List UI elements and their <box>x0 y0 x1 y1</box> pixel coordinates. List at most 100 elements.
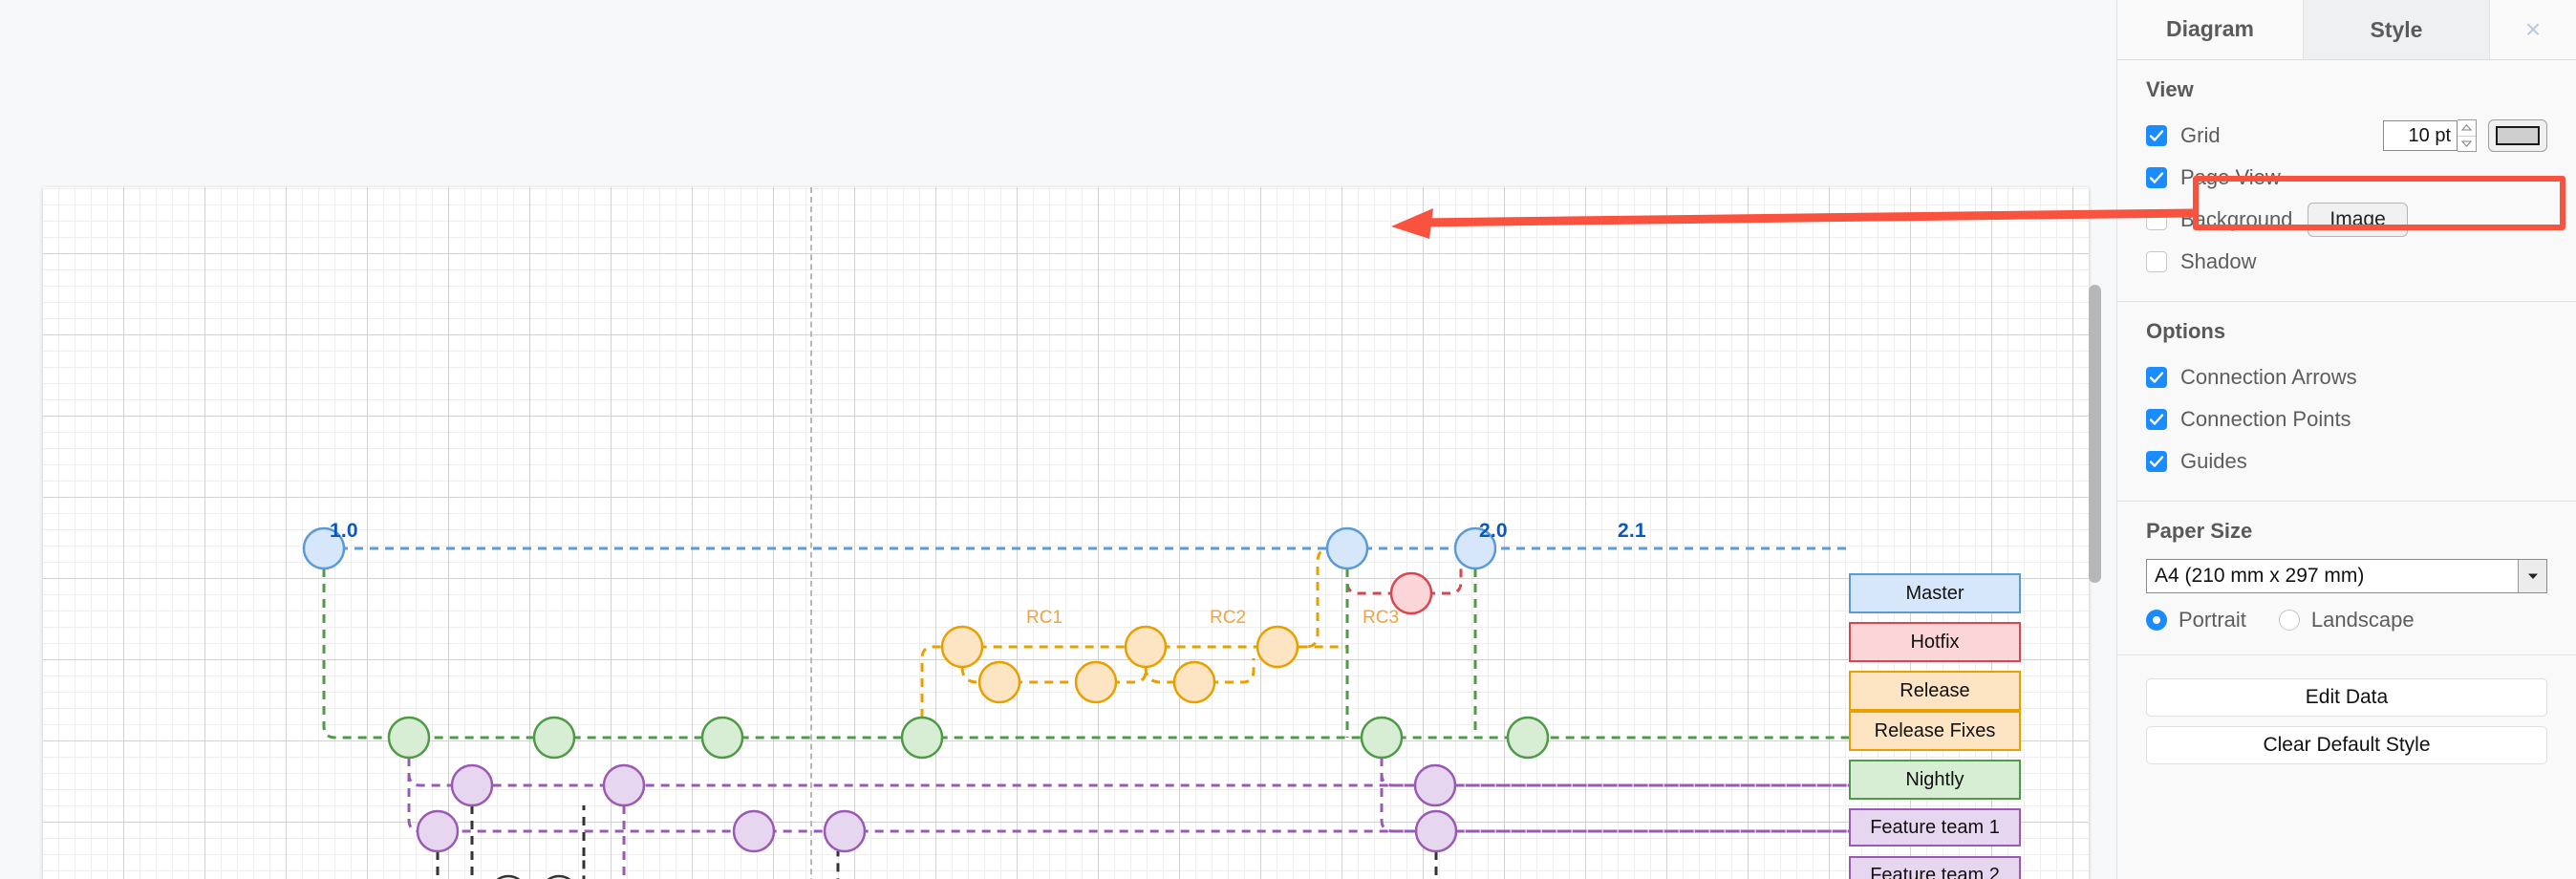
row-background[interactable]: Background Image <box>2146 202 2547 238</box>
tab-style[interactable]: Style <box>2304 0 2490 59</box>
branch-label-box[interactable]: Feature team 1 <box>1849 808 2021 847</box>
commit-node[interactable] <box>1172 660 1216 704</box>
branch-edge <box>836 851 840 879</box>
branch-label-box[interactable]: Feature team 2 <box>1849 856 2021 879</box>
branch-label-box[interactable]: Hotfix <box>1849 622 2021 662</box>
release-candidate-tag: RC1 <box>1026 608 1063 628</box>
close-icon[interactable]: × <box>2490 0 2576 59</box>
grid-color-button[interactable] <box>2488 119 2547 152</box>
page-view-checkbox[interactable] <box>2146 167 2167 188</box>
commit-node[interactable] <box>490 874 526 879</box>
guides-checkbox[interactable] <box>2146 451 2167 472</box>
row-shadow[interactable]: Shadow <box>2146 244 2547 280</box>
commit-node[interactable] <box>1074 660 1118 704</box>
commit-node[interactable] <box>416 809 460 853</box>
commit-node[interactable] <box>602 763 646 807</box>
edit-data-button[interactable]: Edit Data <box>2146 678 2547 717</box>
grid-label: Grid <box>2180 123 2221 147</box>
orientation-radio-group[interactable]: Portrait Landscape <box>2146 601 2547 639</box>
grid-checkbox[interactable] <box>2146 125 2167 146</box>
stepper-up-icon[interactable] <box>2458 120 2476 136</box>
branch-label-box[interactable]: Nightly <box>1849 760 2021 800</box>
row-grid[interactable]: Grid 10 pt <box>2146 118 2547 154</box>
commit-node[interactable] <box>1256 625 1299 669</box>
branch-edge <box>1434 851 1438 879</box>
commit-node[interactable] <box>532 716 576 760</box>
connection-points-label: Connection Points <box>2180 407 2351 431</box>
view-section: View Grid 10 pt <box>2117 60 2576 302</box>
landscape-radio[interactable] <box>2278 610 2300 631</box>
paper-size-select[interactable]: A4 (210 mm x 297 mm) <box>2146 559 2547 593</box>
panel-scrollbar[interactable] <box>2089 285 2101 583</box>
background-checkbox[interactable] <box>2146 209 2167 230</box>
commit-node[interactable] <box>1414 809 1458 853</box>
commit-node[interactable] <box>302 526 346 570</box>
branch-edge <box>1096 658 1148 684</box>
landscape-label: Landscape <box>2310 608 2415 632</box>
branch-label-text: Hotfix <box>1910 631 1960 653</box>
version-tag: 2.1 <box>1618 520 1646 542</box>
tab-diagram[interactable]: Diagram <box>2117 0 2304 59</box>
branch-edge <box>1144 666 1194 684</box>
branch-edge <box>470 805 474 879</box>
git-flow-graph <box>302 526 1849 879</box>
page-view-label: Page View <box>2180 165 2281 189</box>
commit-node[interactable] <box>1413 763 1457 807</box>
branch-label-box[interactable]: Release Fixes <box>1849 711 2021 751</box>
panel-tabs[interactable]: Diagram Style × <box>2117 0 2576 60</box>
guides-label: Guides <box>2180 449 2247 473</box>
commit-node[interactable] <box>940 625 984 669</box>
commit-node[interactable] <box>387 716 431 760</box>
background-label: Background <box>2180 207 2293 231</box>
commit-node[interactable] <box>1389 571 1433 615</box>
branch-edge <box>622 805 626 879</box>
background-image-button[interactable]: Image <box>2308 203 2408 237</box>
grid-color-swatch <box>2496 126 2540 145</box>
paper-size-section: Paper Size A4 (210 mm x 297 mm) Portrait… <box>2117 502 2576 655</box>
branch-edge <box>322 568 1849 740</box>
commit-node[interactable] <box>1124 625 1168 669</box>
branch-label-text: Release Fixes <box>1874 719 1996 741</box>
commit-node[interactable] <box>541 874 577 879</box>
branch-edge <box>1194 658 1256 684</box>
stepper-down-icon[interactable] <box>2458 135 2476 152</box>
commit-node[interactable] <box>977 660 1021 704</box>
chevron-down-icon[interactable] <box>2518 560 2546 592</box>
shadow-checkbox[interactable] <box>2146 251 2167 272</box>
commit-node[interactable] <box>1453 526 1497 570</box>
grid-size-input[interactable]: 10 pt <box>2383 120 2458 151</box>
grid-size-control[interactable]: 10 pt <box>2383 119 2547 152</box>
grid-background <box>43 187 2089 879</box>
paper-size-title: Paper Size <box>2146 519 2253 543</box>
branch-edge <box>436 851 440 879</box>
format-panel[interactable]: Diagram Style × View Grid 10 pt <box>2089 0 2576 879</box>
row-connection-points[interactable]: Connection Points <box>2146 401 2547 438</box>
branch-label-text: Feature team 1 <box>1870 816 2000 838</box>
branch-label-text: Feature team 2 <box>1870 864 2000 879</box>
commit-node[interactable] <box>732 809 776 853</box>
connection-arrows-checkbox[interactable] <box>2146 367 2167 388</box>
commit-node[interactable] <box>1506 716 1550 760</box>
branch-label-box[interactable]: Master <box>1849 573 2021 613</box>
commit-node[interactable] <box>450 763 494 807</box>
row-page-view[interactable]: Page View <box>2146 160 2547 196</box>
page-break-line <box>810 187 812 879</box>
commit-node[interactable] <box>700 716 744 760</box>
row-guides[interactable]: Guides <box>2146 443 2547 480</box>
branch-label-text: Master <box>1905 582 1964 604</box>
commit-node[interactable] <box>1325 526 1369 570</box>
portrait-radio[interactable] <box>2146 610 2167 631</box>
clear-default-style-button[interactable]: Clear Default Style <box>2146 726 2547 764</box>
commit-node[interactable] <box>823 809 867 853</box>
connection-points-checkbox[interactable] <box>2146 409 2167 430</box>
commit-node[interactable] <box>1360 716 1404 760</box>
branch-label-box[interactable]: Release <box>1849 671 2021 711</box>
row-connection-arrows[interactable]: Connection Arrows <box>2146 359 2547 396</box>
grid-size-stepper[interactable] <box>2458 119 2477 152</box>
portrait-label: Portrait <box>2179 608 2246 632</box>
branch-label-text: Nightly <box>1905 768 1964 790</box>
commit-node[interactable] <box>900 716 944 760</box>
